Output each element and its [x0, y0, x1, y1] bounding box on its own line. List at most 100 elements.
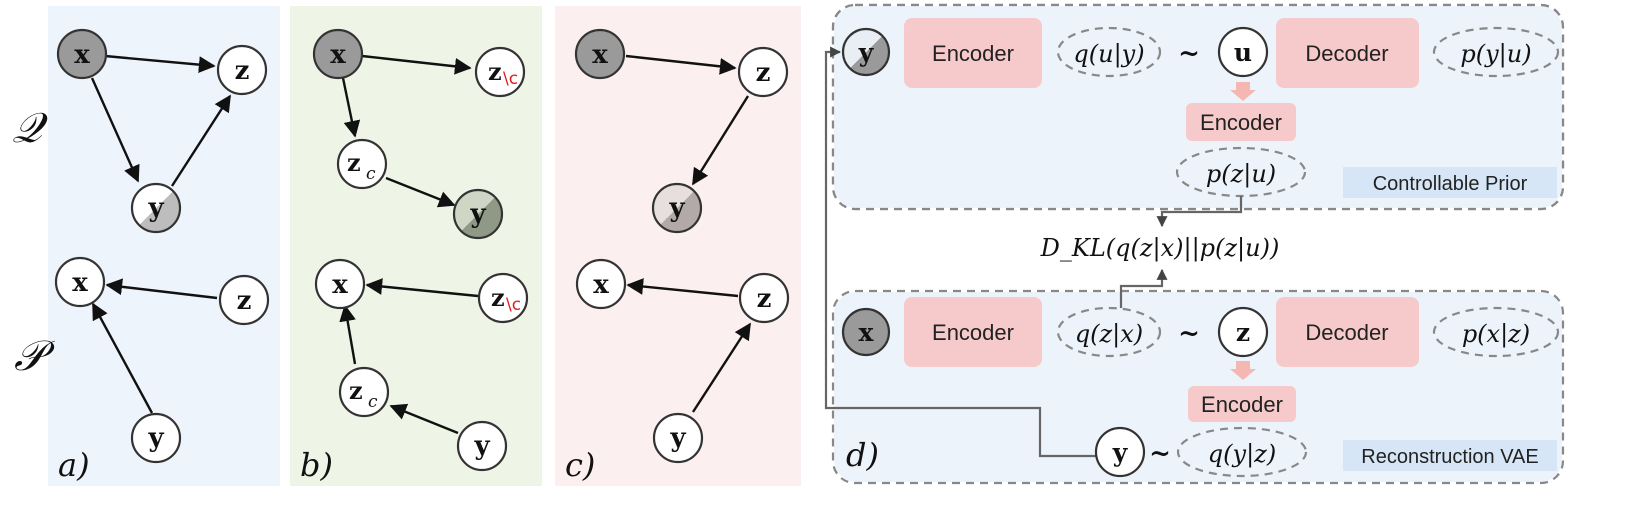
svg-text:p(x|z): p(x|z)	[1462, 320, 1530, 349]
kl-connector-bottom	[1119, 268, 1168, 308]
panel-c-q-node-z: z	[737, 46, 789, 98]
cp-down-arrow	[1230, 82, 1256, 101]
rv-down-arrow	[1230, 361, 1256, 380]
panel-c: x z y x z y c)	[565, 28, 790, 484]
panel-b-p-node-z-excl-c: z \c	[477, 272, 529, 324]
rv-title-badge: Reconstruction VAE	[1343, 440, 1557, 471]
svg-text:Controllable Prior: Controllable Prior	[1373, 173, 1528, 195]
svg-text:y: y	[1112, 438, 1129, 467]
svg-text:\c: \c	[506, 295, 521, 315]
svg-text:z: z	[488, 57, 502, 86]
cp-node-u: u	[1217, 26, 1269, 78]
svg-text:x: x	[74, 40, 90, 70]
rv-tilde-2: ~	[1149, 439, 1171, 469]
svg-text:x: x	[592, 40, 608, 70]
kl-term: D_KL(q(z|x)||p(z|u))	[1040, 234, 1280, 263]
panel-b-q-node-z-excl-c: z \c	[474, 46, 526, 98]
svg-text:y: y	[668, 193, 685, 223]
svg-text:q(z|x): q(z|x)	[1075, 320, 1143, 349]
panel-b-label: b)	[300, 446, 333, 484]
panel-a-q-node-y: y	[130, 182, 182, 234]
cp-title-badge: Controllable Prior	[1343, 167, 1557, 198]
cp-decoder-box: Decoder	[1276, 18, 1419, 88]
panel-a: x z y x z y a)	[54, 28, 270, 484]
panel-c-q-node-y: y	[651, 182, 703, 234]
panel-a-p-node-y: y	[130, 412, 182, 464]
rv-decoder-box: Decoder	[1276, 297, 1419, 367]
svg-text:z: z	[1236, 318, 1250, 347]
panel-c-p-node-z: z	[738, 272, 790, 324]
svg-text:Encoder: Encoder	[932, 320, 1014, 345]
svg-text:q(y|z): q(y|z)	[1208, 440, 1276, 469]
kl-connector-top	[1156, 196, 1243, 228]
rv-tilde: ~	[1178, 319, 1200, 349]
rv-node-y: y	[1094, 426, 1146, 478]
svg-text:q(u|y): q(u|y)	[1073, 40, 1144, 69]
panel-c-q-node-x: x	[574, 28, 626, 80]
row-label-q: 𝒬	[12, 103, 48, 152]
svg-text:Encoder: Encoder	[1201, 392, 1283, 417]
svg-text:x: x	[330, 40, 346, 70]
svg-text:y: y	[858, 38, 875, 67]
panel-b: x z \c z c y x z \c z c	[300, 28, 529, 484]
panel-b-q-node-y: y	[452, 188, 504, 240]
svg-text:z: z	[237, 286, 252, 316]
svg-text:c: c	[368, 392, 378, 412]
svg-text:p(z|u): p(z|u)	[1206, 160, 1276, 189]
cp-node-y: y	[841, 27, 891, 77]
panel-a-q-node-x: x	[56, 28, 108, 80]
cp-p-y-u: p(y|u)	[1432, 26, 1560, 78]
rv-q-z-x: q(z|x)	[1056, 306, 1162, 358]
panel-d: y Encoder q(u|y) ~ u Decoder p(y|u) Enco…	[824, 3, 1565, 485]
svg-text:y: y	[473, 431, 490, 461]
panel-b-q-node-zc: z c	[336, 138, 388, 190]
svg-text:Reconstruction VAE: Reconstruction VAE	[1361, 446, 1539, 468]
svg-text:\c: \c	[503, 69, 518, 89]
rv-node-x: x	[841, 307, 891, 357]
cp-q-u-y: q(u|y)	[1056, 26, 1162, 78]
svg-text:z: z	[349, 376, 363, 405]
svg-text:z: z	[347, 148, 361, 177]
rv-q-y-z: q(y|z)	[1176, 426, 1308, 478]
panel-a-p-node-x: x	[54, 256, 106, 308]
svg-text:x: x	[593, 270, 609, 300]
svg-text:x: x	[859, 318, 875, 347]
cp-encoder2-box: Encoder	[1186, 103, 1296, 141]
panel-b-p-node-zc: z c	[338, 366, 390, 418]
panel-b-p-node-x: x	[314, 258, 366, 310]
cp-tilde: ~	[1178, 39, 1200, 69]
svg-text:u: u	[1234, 38, 1252, 67]
svg-text:x: x	[72, 268, 88, 298]
rv-encoder-box: Encoder	[904, 297, 1042, 367]
svg-text:x: x	[332, 270, 348, 300]
svg-text:y: y	[469, 199, 486, 229]
reconstruction-vae-container	[831, 289, 1565, 485]
panel-d-label: d)	[846, 436, 879, 474]
svg-text:Decoder: Decoder	[1305, 320, 1388, 345]
panel-a-q-node-z: z	[216, 44, 268, 96]
panel-a-p-node-z: z	[218, 274, 270, 326]
svg-text:Decoder: Decoder	[1305, 41, 1388, 66]
y-feedback-connector	[824, 46, 1096, 458]
panel-c-label: c)	[565, 446, 595, 484]
svg-text:z: z	[491, 283, 505, 312]
svg-text:c: c	[366, 164, 376, 184]
rv-node-z: z	[1217, 306, 1269, 358]
svg-text:z: z	[235, 56, 250, 86]
panel-c-p-node-x: x	[575, 258, 627, 310]
svg-text:Encoder: Encoder	[1200, 110, 1282, 135]
svg-text:Encoder: Encoder	[932, 41, 1014, 66]
panel-b-p-node-y: y	[456, 420, 508, 472]
svg-text:p(y|u): p(y|u)	[1460, 40, 1531, 69]
panel-b-q-node-x: x	[312, 28, 364, 80]
panel-c-p-node-y: y	[652, 412, 704, 464]
svg-text:y: y	[147, 423, 164, 453]
svg-text:y: y	[147, 193, 164, 223]
rv-encoder2-box: Encoder	[1188, 386, 1296, 422]
svg-text:z: z	[756, 58, 771, 88]
rv-p-x-z: p(x|z)	[1432, 306, 1560, 358]
svg-text:z: z	[757, 284, 772, 314]
cp-encoder-box: Encoder	[904, 18, 1042, 88]
svg-text:y: y	[669, 423, 686, 453]
